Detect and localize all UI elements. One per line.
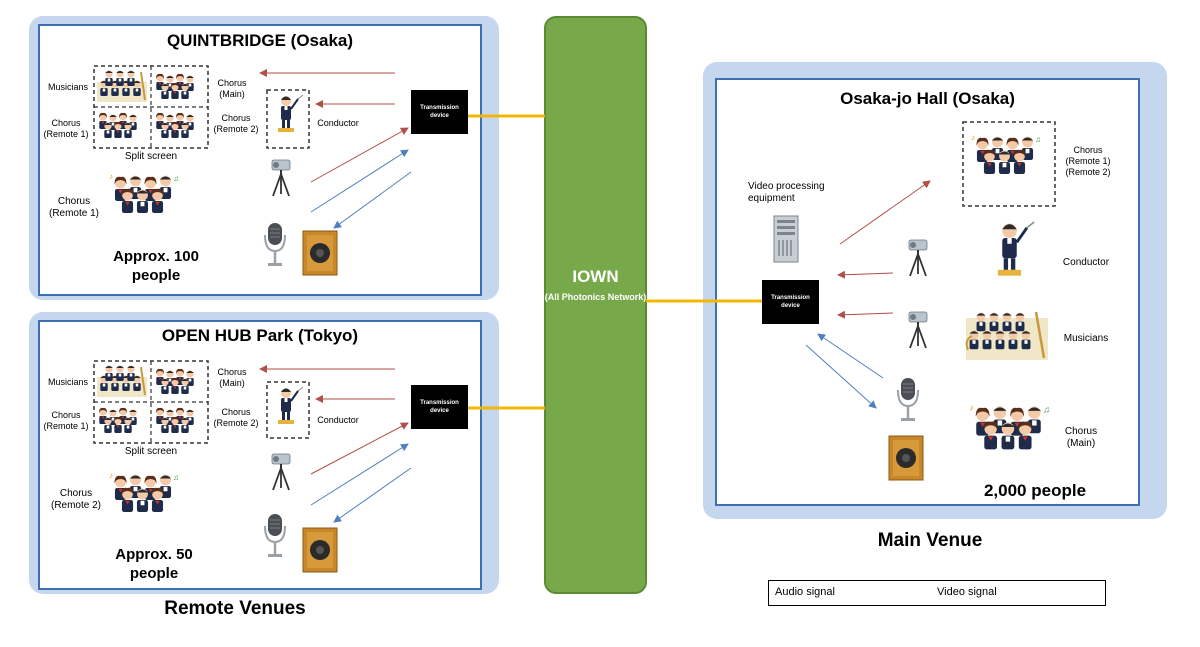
oj-main-chorus-icon	[969, 402, 1049, 449]
qb-audio-arrow-down	[333, 171, 412, 229]
oh-mic-icon	[263, 512, 287, 559]
oh-split-screen-label: Split screen	[124, 446, 178, 457]
oh-speaker-icon	[302, 527, 338, 573]
qb-conductor-icon	[277, 94, 304, 133]
oj-chorus-main-label: Chorus (Main)	[1064, 426, 1098, 449]
qb-local-chorus	[109, 172, 179, 213]
oj-server-icon	[773, 215, 799, 263]
oj-transmission-device: Transmission device	[762, 280, 819, 324]
iown-subtitle: (All Photonics Network)	[544, 292, 647, 302]
qb-speaker-icon	[302, 230, 338, 276]
qb-title: QUINTBRIDGE (Osaka)	[166, 31, 354, 50]
legend-audio-label: Audio signal	[775, 586, 835, 598]
qb-local-chorus-label: Chorus (Remote 1)	[48, 196, 99, 219]
oh-camera-icon	[271, 453, 291, 491]
remote-venues-label: Remote Venues	[164, 598, 306, 619]
qb-conductor-frame	[266, 89, 310, 149]
qb-chorus-remote2-label: Chorus (Remote 2)	[213, 113, 259, 134]
oj-video-arrow-to-screen	[839, 180, 931, 245]
qb-transmission-device: Transmission device	[411, 90, 468, 134]
oj-musicians-icon	[965, 311, 1048, 360]
oh-audio-arrow-down	[333, 467, 412, 523]
oh-local-chorus	[109, 471, 179, 512]
oj-video-arrow-camera1	[837, 270, 894, 279]
oh-title: OPEN HUB Park (Tokyo)	[161, 326, 359, 345]
qb-camera-icon	[271, 159, 291, 197]
oh-people: Approx. 50 people	[115, 546, 193, 582]
oj-musicians-label: Musicians	[1063, 333, 1109, 344]
oj-remote-chorus-icon	[971, 133, 1041, 174]
legend-box	[768, 580, 1106, 606]
oh-conductor-frame	[266, 381, 310, 439]
oh-chorus-remote1-label: Chorus (Remote 1)	[43, 410, 89, 431]
oh-video-arrow-up	[310, 422, 409, 475]
oh-local-chorus-label: Chorus (Remote 2)	[50, 488, 101, 511]
oh-chorus-main-label: Chorus (Main)	[217, 367, 247, 388]
oh-conductor-label: Conductor	[317, 415, 359, 425]
oj-mic-icon	[896, 376, 920, 423]
qb-mic-icon	[263, 221, 287, 268]
qb-musicians-label: Musicians	[47, 82, 88, 92]
oj-title: Osaka-jo Hall (Osaka)	[840, 89, 1015, 108]
qb-chorus-main-label: Chorus (Main)	[217, 78, 247, 99]
oj-chorus-remote-label: Chorus (Remote 1) (Remote 2)	[1065, 145, 1111, 177]
qb-audio-arrow-up	[310, 149, 409, 213]
oh-musicians-label: Musicians	[47, 377, 88, 387]
qb-video-arrow-up	[310, 127, 409, 183]
oh-transmission-device: Transmission device	[411, 385, 468, 429]
qb-people: Approx. 100 people	[113, 248, 199, 284]
oj-conductor-label: Conductor	[1062, 257, 1110, 268]
qb-chorus-remote1-label: Chorus (Remote 1)	[43, 118, 89, 139]
iown-title: IOWN	[572, 267, 619, 286]
oh-audio-arrow-up	[310, 443, 409, 506]
oj-conductor-icon	[996, 220, 1036, 278]
oj-camera-2-icon	[908, 311, 928, 349]
oj-people: 2,000 people	[983, 481, 1087, 500]
oj-audio-arrow-up	[817, 333, 884, 379]
legend-video-label: Video signal	[937, 586, 997, 598]
qb-split-screen	[93, 65, 209, 149]
main-venue-label: Main Venue	[877, 530, 983, 551]
oj-video-arrow-camera2	[837, 310, 894, 319]
qb-split-screen-label: Split screen	[124, 151, 178, 162]
oh-split-screen	[93, 360, 209, 444]
oj-speaker-icon	[888, 435, 924, 481]
iown-network	[544, 16, 647, 594]
oj-remote-chorus-frame	[962, 121, 1056, 207]
oh-conductor-icon	[277, 386, 304, 425]
oj-video-processing-label: Video processing equipment	[748, 181, 825, 204]
oj-camera-1-icon	[908, 239, 928, 277]
oj-audio-arrow-down	[805, 344, 877, 409]
qb-conductor-label: Conductor	[317, 118, 359, 128]
oh-chorus-remote2-label: Chorus (Remote 2)	[213, 407, 259, 428]
